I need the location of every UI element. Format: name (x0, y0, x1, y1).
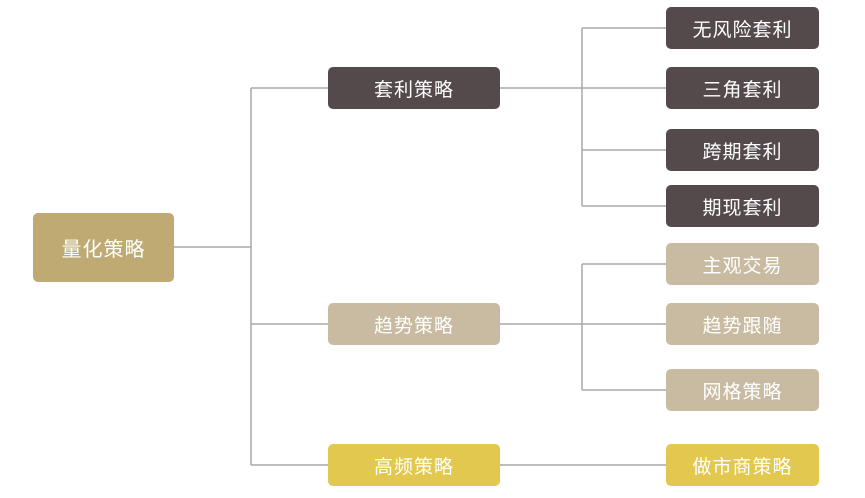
leaf-node-riskfree-arbitrage: 无风险套利 (666, 7, 819, 49)
leaf-node-trend-following: 趋势跟随 (666, 303, 819, 345)
leaf-node-discretionary-trading: 主观交易 (666, 243, 819, 285)
root-node-quant-strategy: 量化策略 (33, 213, 174, 282)
leaf-node-market-making: 做市商策略 (666, 444, 819, 486)
leaf-node-grid-strategy: 网格策略 (666, 369, 819, 411)
branch-node-arbitrage: 套利策略 (328, 67, 500, 109)
leaf-node-cash-futures-arbitrage: 期现套利 (666, 185, 819, 227)
branch-node-trend: 趋势策略 (328, 303, 500, 345)
branch-node-hft: 高频策略 (328, 444, 500, 486)
leaf-node-triangular-arbitrage: 三角套利 (666, 67, 819, 109)
leaf-node-calendar-arbitrage: 跨期套利 (666, 129, 819, 171)
